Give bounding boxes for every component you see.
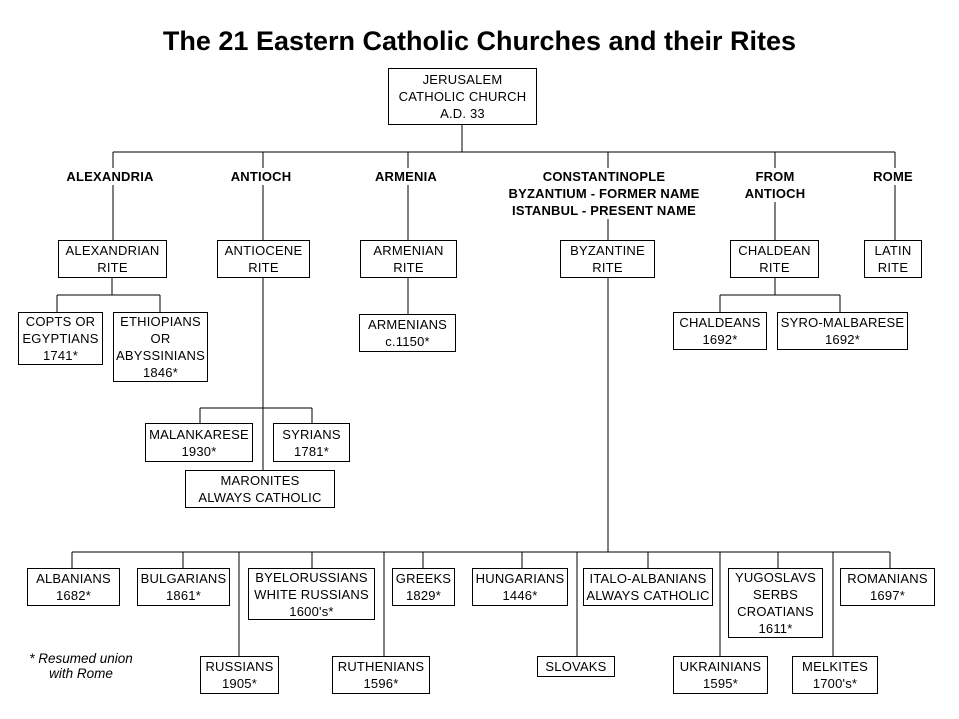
node-italo-albanians: ITALO-ALBANIANS ALWAYS CATHOLIC: [583, 568, 713, 606]
node-albanians: ALBANIANS 1682*: [27, 568, 120, 606]
branch-label-from-antioch: FROM ANTIOCH: [741, 168, 809, 202]
node-syrians: SYRIANS 1781*: [273, 423, 350, 462]
node-armenian-rite: ARMENIAN RITE: [360, 240, 457, 278]
node-bulgarians: BULGARIANS 1861*: [137, 568, 230, 606]
node-yugoslavs-serbs-croatians: YUGOSLAVS SERBS CROATIANS 1611*: [728, 568, 823, 638]
node-melkites: MELKITES 1700's*: [792, 656, 878, 694]
branch-label-constantinople: CONSTANTINOPLE BYZANTIUM - FORMER NAME I…: [505, 168, 703, 219]
diagram-title: The 21 Eastern Catholic Churches and the…: [162, 26, 797, 56]
node-maronites: MARONITES ALWAYS CATHOLIC: [185, 470, 335, 508]
node-jerusalem-catholic-church: JERUSALEM CATHOLIC CHURCH A.D. 33: [388, 68, 537, 125]
node-byzantine-rite: BYZANTINE RITE: [560, 240, 655, 278]
node-antiocene-rite: ANTIOCENE RITE: [217, 240, 310, 278]
footnote-resumed-union: * Resumed union with Rome: [29, 651, 133, 681]
node-syro-malbarese: SYRO-MALBARESE 1692*: [777, 312, 908, 350]
branch-label-alexandria: ALEXANDRIA: [63, 168, 157, 185]
node-romanians: ROMANIANS 1697*: [840, 568, 935, 606]
node-alexandrian-rite: ALEXANDRIAN RITE: [58, 240, 167, 278]
branch-label-rome: ROME: [870, 168, 916, 185]
node-ukrainians: UKRAINIANS 1595*: [673, 656, 768, 694]
branch-label-antioch: ANTIOCH: [227, 168, 295, 185]
node-ethiopians-abyssinians: ETHIOPIANS OR ABYSSINIANS 1846*: [113, 312, 208, 382]
branch-label-armenia: ARMENIA: [371, 168, 441, 185]
node-byelorussians: BYELORUSSIANS WHITE RUSSIANS 1600's*: [248, 568, 375, 620]
node-latin-rite: LATIN RITE: [864, 240, 922, 278]
node-greeks: GREEKS 1829*: [392, 568, 455, 606]
node-copts-or-egyptians: COPTS OR EGYPTIANS 1741*: [18, 312, 103, 365]
node-armenians: ARMENIANS c.1150*: [359, 314, 456, 352]
node-hungarians: HUNGARIANS 1446*: [472, 568, 568, 606]
node-chaldean-rite: CHALDEAN RITE: [730, 240, 819, 278]
node-russians: RUSSIANS 1905*: [200, 656, 279, 694]
node-slovaks: SLOVAKS: [537, 656, 615, 677]
node-ruthenians: RUTHENIANS 1596*: [332, 656, 430, 694]
node-malankarese: MALANKARESE 1930*: [145, 423, 253, 462]
node-chaldeans: CHALDEANS 1692*: [673, 312, 767, 350]
